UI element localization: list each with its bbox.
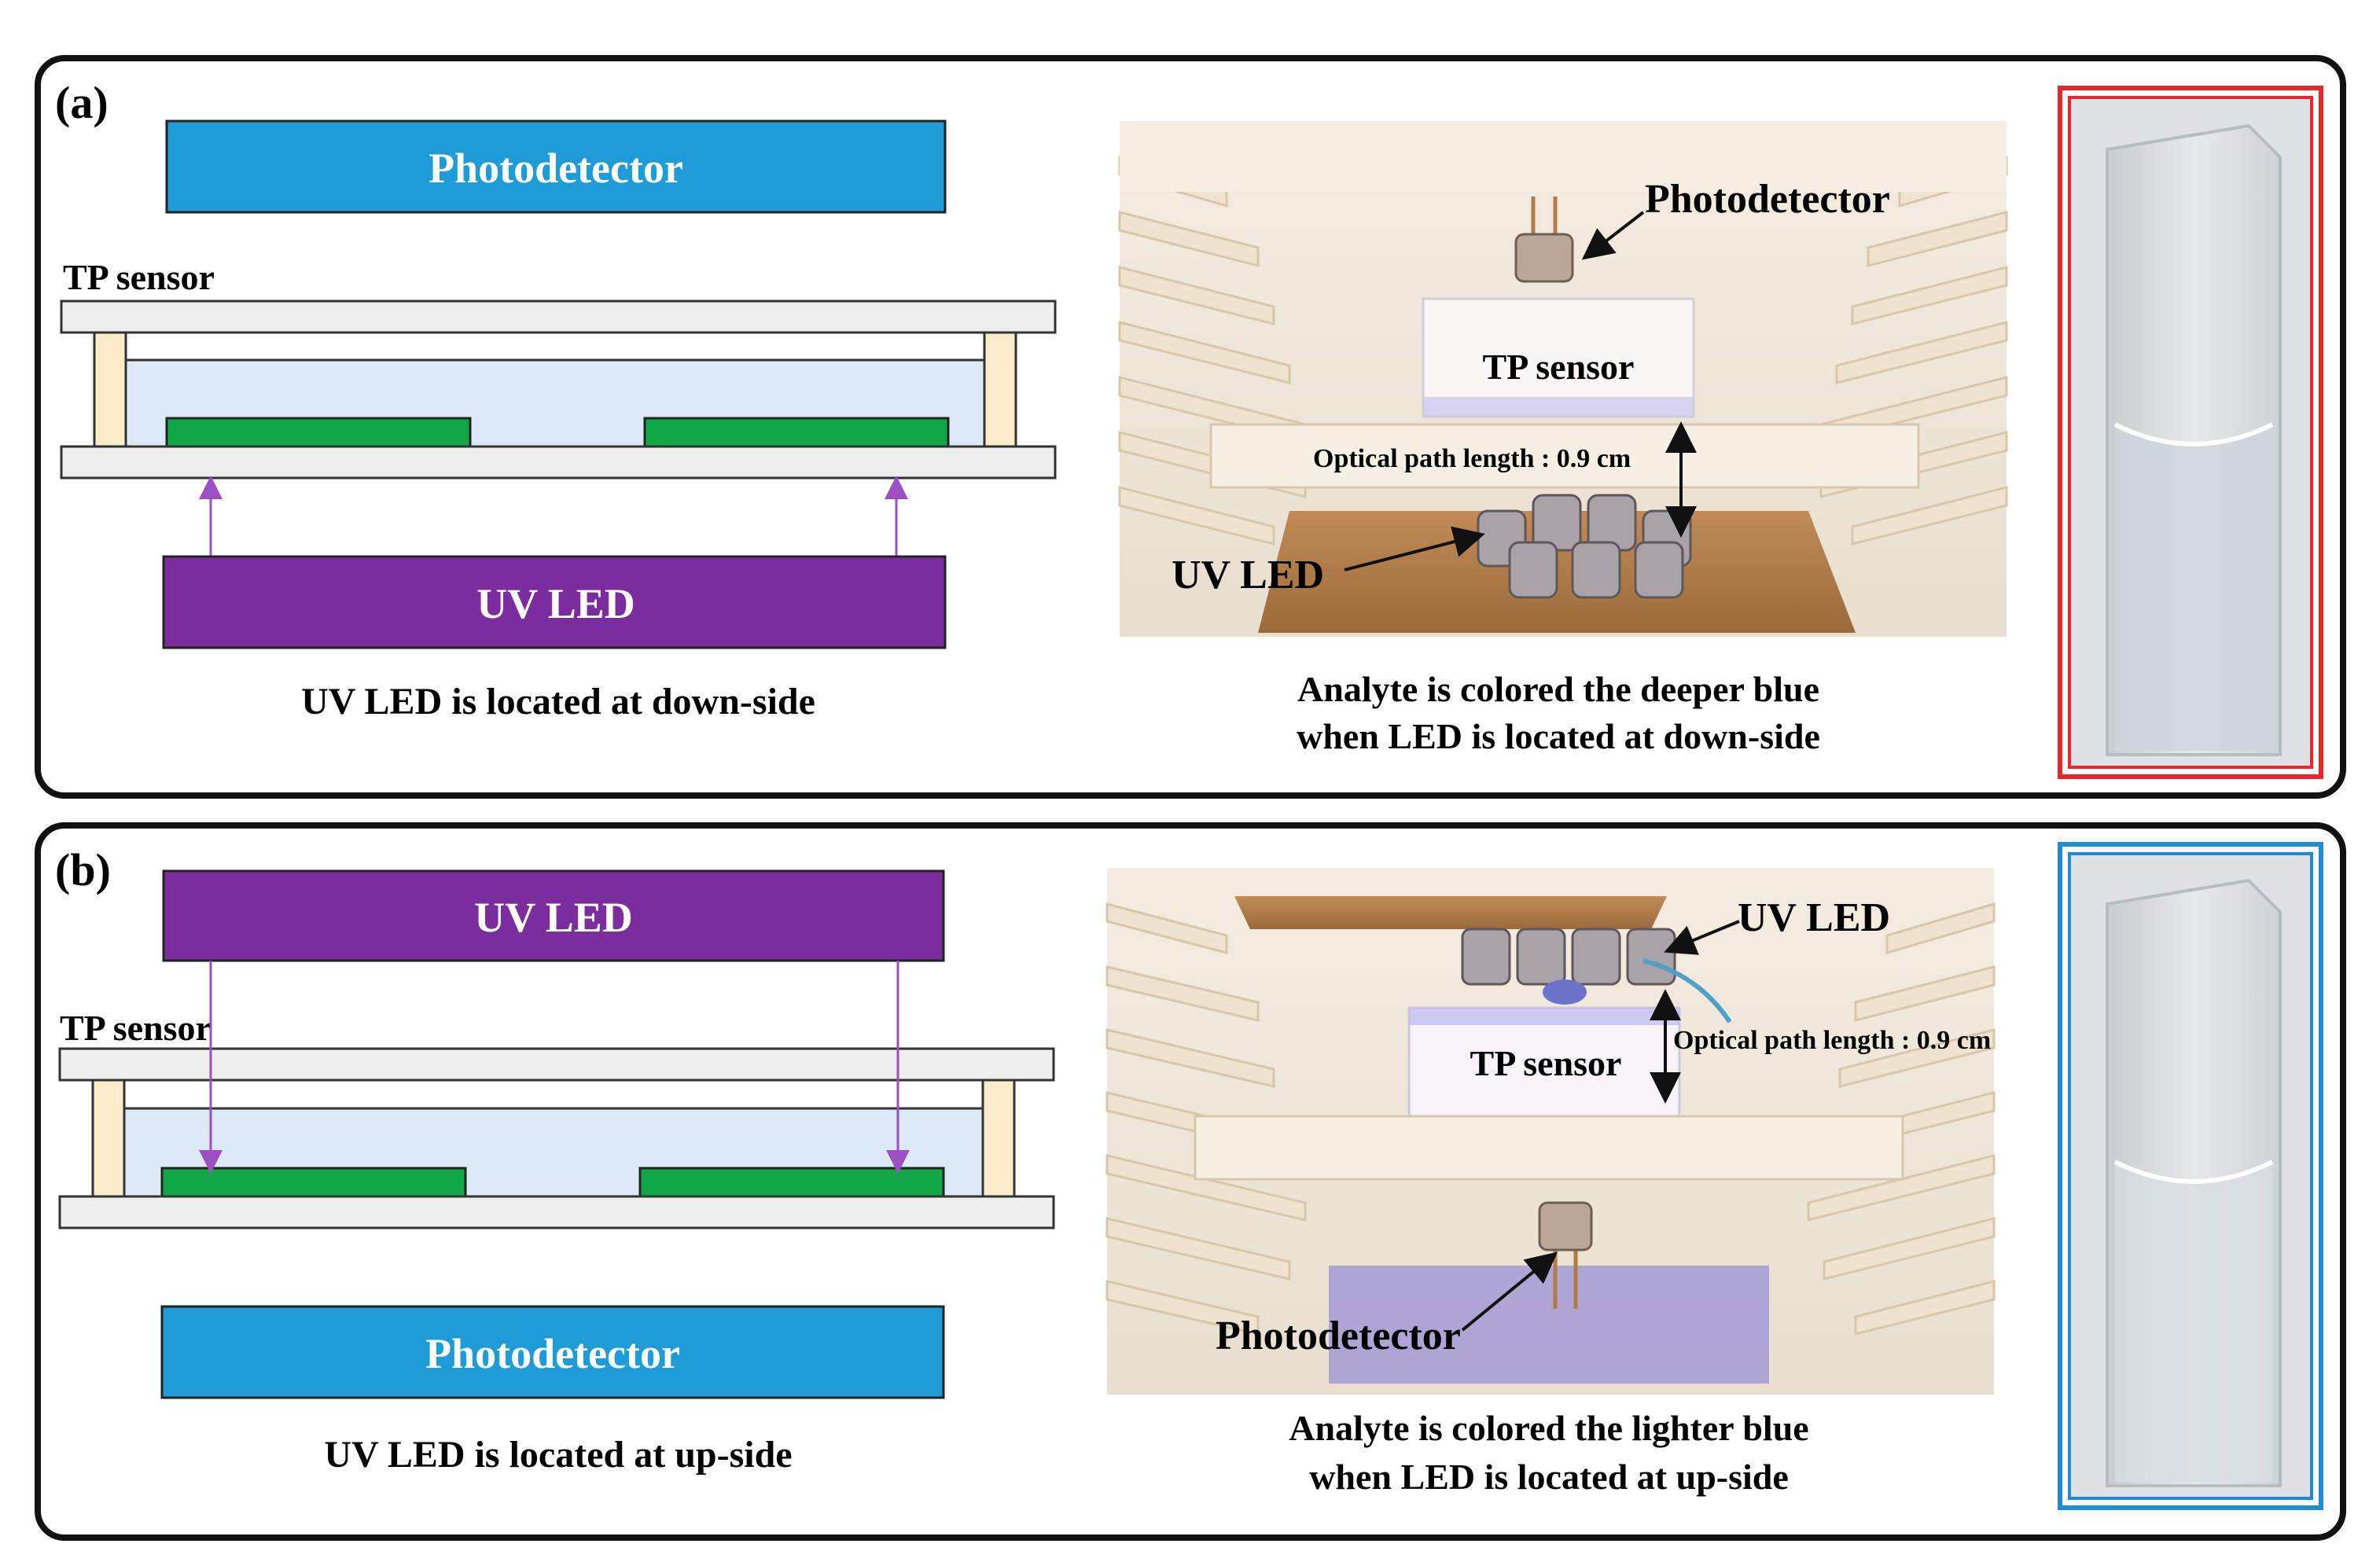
photo-caption-line2: when LED is located at up-side	[1309, 1457, 1789, 1497]
tp-sensor-label: TP sensor	[63, 257, 215, 297]
photo-label-photodetector: Photodetector	[1216, 1314, 1461, 1358]
uv-led-box-label: UV LED	[474, 894, 633, 941]
photo-caption-line1: Analyte is colored the deeper blue	[1297, 669, 1819, 709]
bottom-plate	[60, 445, 1057, 480]
photodetector-box	[160, 1305, 945, 1399]
tp-sensor-block	[1407, 1006, 1681, 1119]
uv-glow-area	[1329, 1266, 1769, 1384]
photodetector-can	[1538, 1201, 1593, 1251]
photodetector-box	[165, 119, 947, 214]
photo-label-tp-sensor: TP sensor	[1483, 347, 1635, 387]
cuvette-liquid	[2115, 1162, 2272, 1482]
holder-plate	[1194, 1115, 1904, 1181]
holder-plate	[1209, 423, 1920, 489]
uv-led-box	[162, 869, 945, 962]
electrode-right	[638, 1167, 945, 1198]
spacer-left	[91, 1079, 126, 1198]
photo-label-path-length: Optical path length : 0.9 cm	[1313, 444, 1631, 473]
panel-a-schematic: Photodetector TP sensor UV LED UV LED is…	[60, 119, 1057, 722]
tp-sensor-label: TP sensor	[60, 1008, 212, 1048]
panel-b-photo: UV LED TP sensor Optical path length : 0…	[1105, 868, 1996, 1497]
led-wire	[1642, 958, 1732, 1024]
led-cluster	[1477, 494, 1692, 599]
photo-label-uv-led: UV LED	[1172, 553, 1324, 597]
uv-led-box-label: UV LED	[476, 580, 635, 627]
photodetector-pointer	[1461, 1251, 1558, 1332]
photo-caption-line2: when LED is located at down-side	[1297, 716, 1820, 756]
tp-sensor-glow	[1409, 1008, 1679, 1025]
photodetector-box-label: Photodetector	[425, 1330, 680, 1377]
schematic-caption: UV LED is located at down-side	[301, 681, 815, 722]
circuit-board	[1234, 896, 1667, 929]
photodetector-box-label: Photodetector	[429, 145, 683, 192]
panel-a-tag: (a)	[55, 77, 109, 128]
tp-sensor-glow	[1423, 397, 1694, 417]
photo-label-tp-sensor: TP sensor	[1470, 1043, 1622, 1083]
rack-top-shelf	[1120, 121, 2007, 192]
photo-label-uv-led: UV LED	[1738, 895, 1890, 940]
panel-a: (a) Photodetector TP sensor UV LED UV LE…	[35, 55, 2346, 799]
photo-caption-line1: Analyte is colored the lighter blue	[1289, 1408, 1808, 1448]
spacer-right	[983, 331, 1017, 448]
uv-led-box	[162, 555, 947, 649]
panel-b-cuvette	[2058, 842, 2323, 1510]
schematic-caption: UV LED is located at up-side	[324, 1434, 792, 1476]
led-lens	[1543, 979, 1587, 1005]
panel-b-schematic: UV LED TP sensor Photodetector UV LED is…	[58, 869, 1055, 1476]
electrode-left	[165, 417, 472, 448]
photodetector-can	[1514, 233, 1574, 283]
cuvette-meniscus	[2113, 422, 2274, 447]
led-cluster	[1461, 928, 1676, 986]
electrode-left	[160, 1167, 467, 1198]
spacer-left	[93, 331, 127, 448]
uv-led-pointer	[1344, 526, 1485, 572]
spacer-right	[981, 1079, 1016, 1198]
cuvette-frame-outer	[2058, 842, 2323, 1510]
electrode-right	[643, 417, 950, 448]
panel-a-cuvette	[2058, 86, 2323, 779]
photo-label-path-length: Optical path length : 0.9 cm	[1673, 1026, 1991, 1055]
panel-b-tag: (b)	[55, 844, 111, 895]
cuvette-meniscus	[2113, 1160, 2274, 1184]
cuvette-frame-outer	[2058, 86, 2323, 779]
photo-label-photodetector: Photodetector	[1645, 177, 1890, 222]
panel-b: (b) UV LED TP sensor Photodetector UV LE…	[35, 822, 2346, 1541]
cuvette-liquid	[2115, 424, 2272, 751]
top-plate	[60, 300, 1057, 334]
top-plate	[58, 1047, 1055, 1082]
panel-a-photo: Photodetector TP sensor Optical path len…	[1118, 121, 2008, 756]
uv-led-pointer	[1664, 920, 1740, 955]
bottom-plate	[58, 1195, 1055, 1229]
photodetector-pointer	[1581, 211, 1645, 260]
